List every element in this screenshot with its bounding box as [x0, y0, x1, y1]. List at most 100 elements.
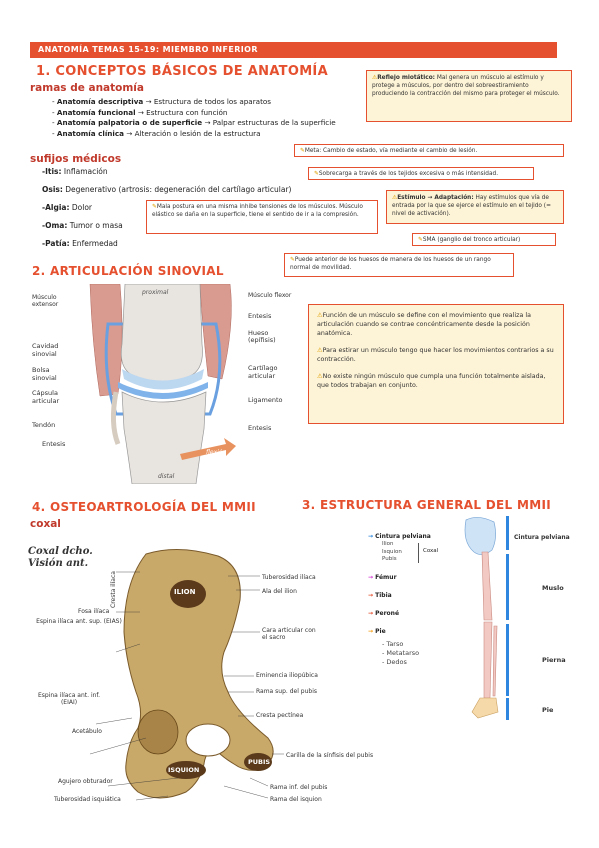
- page-banner: ANATOMÍA TEMAS 15-19: MIEMBRO INFERIOR: [30, 42, 557, 58]
- list-item: -Algia: Dolor: [42, 203, 93, 212]
- label-tuberosidad-iliaca-text: Tuberosidad ilíaca: [262, 574, 316, 581]
- pin-icon: ✎: [152, 204, 157, 210]
- list-item: - Anatomía funcional → Estructura con fu…: [52, 107, 228, 117]
- coxal-figure: Coxal dcho. Visión ant. ILION I: [28, 542, 290, 810]
- bone-label-isquion: ISQUION: [168, 766, 200, 774]
- ramas-list: - Anatomía descriptiva → Estructura de t…: [52, 97, 372, 139]
- coxal-parts: Ilion Isquion Pubis Coxal: [368, 541, 464, 569]
- sufijos-list: -Itis: Inflamación Osis: Degenerativo (a…: [42, 167, 342, 249]
- legend-tibia: → Tibia: [368, 592, 392, 599]
- arrow-icon: →: [368, 610, 374, 617]
- label-hueso: Hueso (epífisis): [248, 329, 276, 344]
- label-musculo-extensor: Músculo extensor: [32, 294, 59, 308]
- label-rama-inf-pubis: Rama inf. del pubis: [270, 784, 328, 791]
- region-cintura-pelviana: Cintura pelviana: [514, 534, 570, 541]
- label-cara-articular-sacro: Cara articular con el sacro: [262, 627, 316, 641]
- note-sobrecarga: ✎Sobrecarga a través de los tejidos exce…: [308, 167, 534, 180]
- legend-perone: → Peroné: [368, 610, 400, 617]
- label-rama-sup-pubis: Rama sup. del pubis: [256, 688, 317, 695]
- label-cresta-iliaca: Cresta ilíaca: [110, 571, 117, 608]
- pin-icon: ✎: [300, 148, 305, 154]
- label-ala-ilion: Ala del ilion: [262, 588, 297, 595]
- note-meta: ✎Meta: Cambio de estado, vía mediante el…: [294, 144, 564, 157]
- list-item: - Metatarso: [382, 649, 420, 657]
- synovial-joint-figure: proximal distal flexión Músculo extensor…: [30, 283, 292, 485]
- label-bolsa-sinovial: Bolsa sinovial: [32, 366, 57, 382]
- list-item: - Anatomía descriptiva → Estructura de t…: [52, 97, 272, 106]
- warning-icon: ⚠: [317, 312, 323, 319]
- arrow-icon: →: [368, 628, 374, 635]
- pin-icon: ✎: [290, 257, 295, 263]
- warning-icon: ⚠: [372, 75, 378, 81]
- section3-title: 3. ESTRUCTURA GENERAL DEL MMII: [302, 498, 551, 512]
- label-proximal: proximal: [141, 289, 169, 296]
- label-cavidad-sinovial: Cavidad sinovial: [32, 342, 59, 358]
- coxal-fig-title: Coxal dcho. Visión ant.: [28, 546, 93, 569]
- label-eiai: Espina ilíaca ant. inf. (EIAI): [37, 692, 101, 706]
- list-item: - Dedos: [382, 658, 407, 666]
- bone-label-pubis: PUBIS: [248, 758, 271, 766]
- coxal-subtitle: coxal: [30, 518, 61, 530]
- arrow-icon: →: [368, 592, 374, 599]
- list-item: ⚠Para estirar un músculo tengo que hacer…: [317, 347, 554, 363]
- lower-limb-skeleton: Cintura pelviana Muslo Pierna Pie: [458, 512, 578, 726]
- coxal-label: Coxal: [423, 548, 439, 554]
- label-tuberosidad-isquiatica: Tuberosidad isquiática: [54, 796, 121, 803]
- list-item: Pubis: [382, 556, 397, 562]
- label-acetabulo: Acetábulo: [72, 728, 102, 735]
- label-cartilago-articular: Cartílago articular: [248, 364, 278, 380]
- legend-pie: → Pie: [368, 628, 386, 635]
- region-pie: Pie: [542, 706, 554, 714]
- label-carilla-sinfisis: Carilla de la sínfisis del pubis: [286, 752, 374, 759]
- note-puede-anterior: ✎Puede anterior de los huesos de manera …: [284, 253, 514, 277]
- label-entesis-bottom: Entesis: [248, 424, 272, 432]
- label-fosa-iliaca: Fosa ilíaca: [78, 608, 110, 615]
- pie-parts: - Tarso - Metatarso - Dedos: [368, 640, 464, 667]
- arrow-icon: →: [368, 533, 374, 540]
- list-item: - Anatomía clínica → Alteración o lesión…: [52, 128, 261, 138]
- label-eias: Espina ilíaca ant. sup. (EIAS): [36, 618, 122, 625]
- label-musculo-flexor: Músculo flexor: [248, 292, 292, 299]
- arrow-icon: →: [368, 574, 374, 581]
- label-entesis-right: Entesis: [248, 312, 272, 320]
- label-capsula-articular: Cápsula articular: [32, 389, 60, 405]
- pin-icon: ✎: [314, 171, 319, 177]
- list-item: ⚠Función de un músculo se define con el …: [317, 312, 531, 337]
- bone-label-ilion: ILION: [174, 588, 196, 596]
- label-agujero-obturador: Agujero obturador: [58, 778, 113, 785]
- coxal-bone-illustration: [89, 548, 284, 801]
- label-entesis-left: Entesis: [42, 440, 66, 448]
- list-item: -Patía: Enfermedad: [42, 239, 118, 248]
- label-ligamento: Ligamento: [248, 396, 283, 404]
- region-pierna: Pierna: [542, 656, 566, 664]
- bracket: [418, 543, 419, 563]
- note-estimulo: ⚠Estímulo → Adaptación: Hay estímulos qu…: [386, 190, 564, 224]
- label-eminencia-iliopubica: Eminencia iliopúbica: [256, 672, 318, 679]
- skeleton-illustration: [464, 516, 509, 720]
- section2-title: 2. ARTICULACIÓN SINOVIAL: [32, 264, 224, 278]
- list-item: Isquion: [382, 548, 402, 555]
- warning-icon: ⚠: [317, 373, 323, 380]
- legend-cintura-pelviana: → Cintura pelviana: [368, 533, 431, 540]
- list-item: -Itis: Inflamación: [42, 167, 108, 176]
- region-muslo: Muslo: [542, 584, 564, 592]
- label-flexion: flexión: [206, 449, 226, 456]
- knee-joint-illustration: proximal distal flexión: [89, 283, 236, 485]
- note-sma: ✎SMA (ganglio del tronco articular): [412, 233, 556, 246]
- note-funcion-muscular: ⚠Función de un músculo se define con el …: [308, 304, 564, 424]
- note-mala-postura: ✎Mala postura en una misma inhibe tensio…: [146, 200, 378, 234]
- label-tendon: Tendón: [32, 421, 56, 429]
- mmii-legend: → Cintura pelviana Ilion Isquion Pubis C…: [368, 532, 464, 702]
- section4-title: 4. OSTEOARTROLOGÍA DEL MMII: [32, 500, 256, 514]
- list-item: -Oma: Tumor o masa: [42, 221, 123, 230]
- list-item: - Anatomía palpatoria o de superficie → …: [52, 118, 336, 127]
- list-item: - Tarso: [382, 640, 404, 648]
- legend-femur: → Fémur: [368, 574, 397, 581]
- ramas-title: ramas de anatomía: [30, 82, 144, 94]
- label-distal: distal: [158, 473, 175, 480]
- label-cresta-pectinea: Cresta pectínea: [256, 712, 304, 719]
- note-reflejo: ⚠Reflejo miotático: Mal genera un múscul…: [366, 70, 572, 122]
- label-rama-isquion: Rama del isquion: [270, 796, 322, 803]
- list-item: ⚠No existe ningún músculo que cumpla una…: [317, 373, 546, 389]
- warning-icon: ⚠: [392, 195, 398, 201]
